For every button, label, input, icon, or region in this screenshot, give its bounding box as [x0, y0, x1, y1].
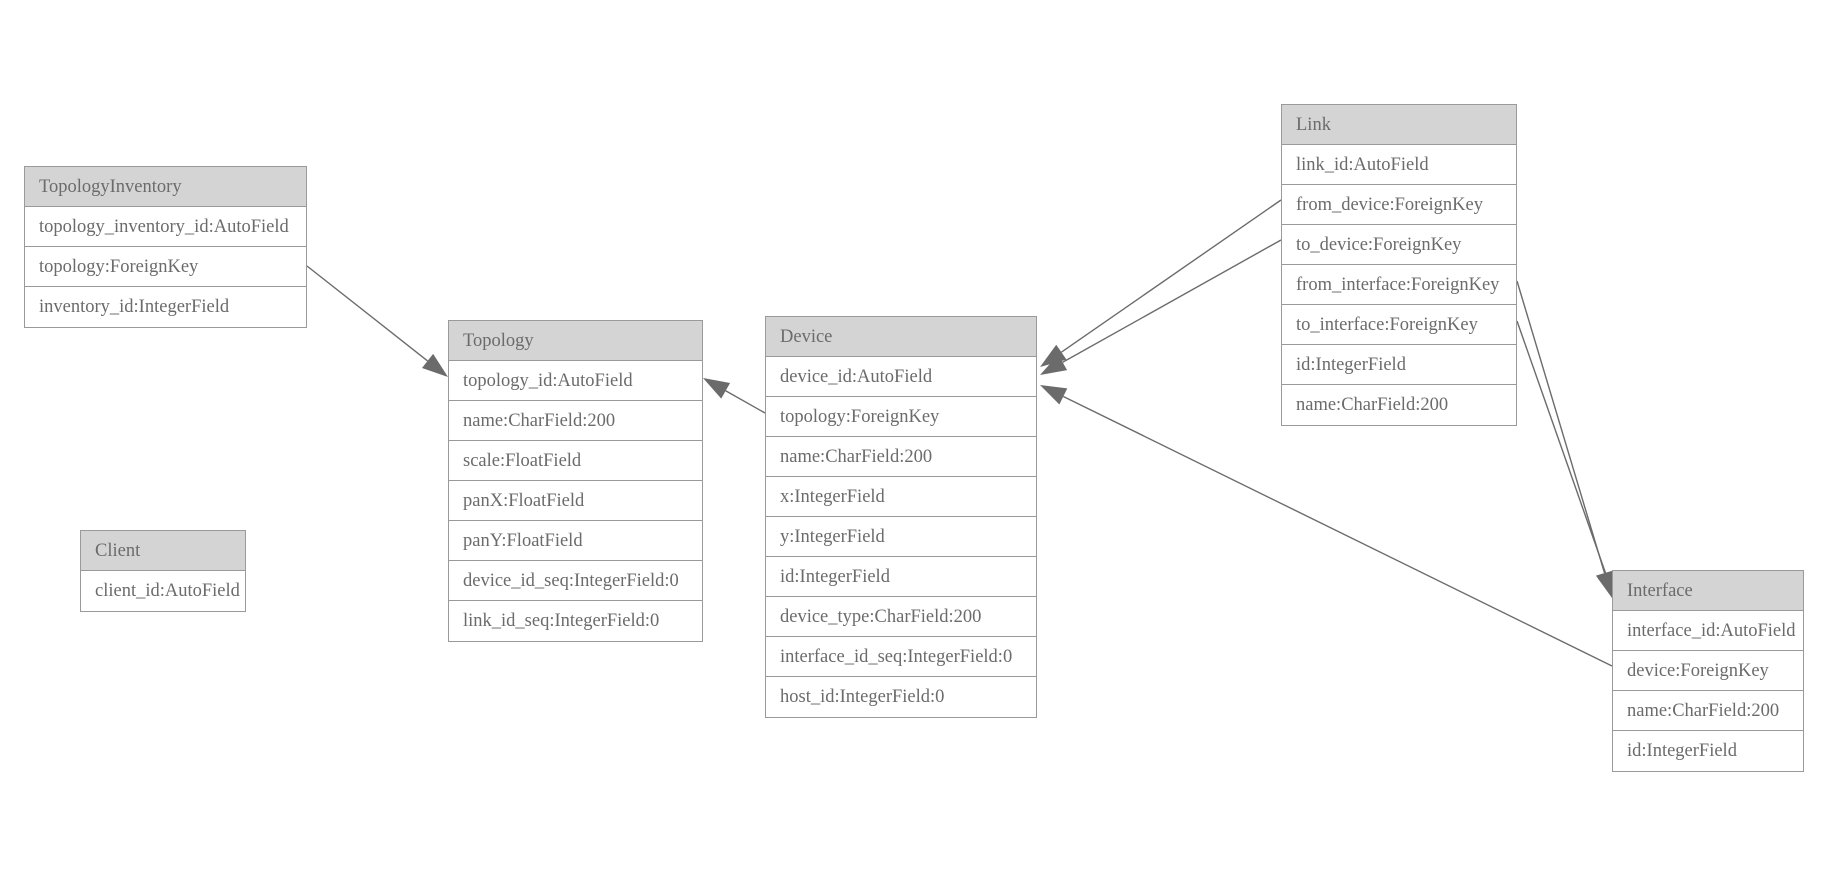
field-row: name:CharField:200	[449, 401, 702, 441]
field-row: to_interface:ForeignKey	[1282, 305, 1516, 345]
field-row: panY:FloatField	[449, 521, 702, 561]
arrowhead-icon	[1595, 570, 1614, 598]
arrowhead-icon	[1040, 354, 1068, 375]
field-row: topology:ForeignKey	[25, 247, 306, 287]
relationship-link-from_interface	[1516, 280, 1614, 598]
field-row: topology_inventory_id:AutoField	[25, 207, 306, 247]
field-row: interface_id:AutoField	[1613, 611, 1803, 651]
entity-title-topologyinventory: TopologyInventory	[25, 167, 306, 207]
relationship-line	[1060, 199, 1282, 353]
relationship-device-topology	[703, 378, 766, 414]
field-row: device_id_seq:IntegerField:0	[449, 561, 702, 601]
field-row: id:IntegerField	[1613, 731, 1803, 771]
field-row: x:IntegerField	[766, 477, 1036, 517]
entity-title-device: Device	[766, 317, 1036, 357]
relationship-line	[1062, 239, 1282, 363]
relationship-line	[1063, 395, 1613, 667]
field-row: client_id:AutoField	[81, 571, 245, 611]
relationship-interface-device	[1040, 385, 1613, 667]
entity-title-topology: Topology	[449, 321, 702, 361]
field-row: id:IntegerField	[1282, 345, 1516, 385]
field-row: to_device:ForeignKey	[1282, 225, 1516, 265]
arrowhead-icon	[1040, 344, 1067, 367]
arrowhead-icon	[703, 378, 731, 399]
entity-title-link: Link	[1282, 105, 1516, 145]
field-row: from_interface:ForeignKey	[1282, 265, 1516, 305]
field-row: scale:FloatField	[449, 441, 702, 481]
relationship-line	[1516, 280, 1606, 574]
relationship-line	[725, 390, 766, 414]
field-row: topology_id:AutoField	[449, 361, 702, 401]
relationship-line	[1516, 320, 1608, 576]
field-row: name:CharField:200	[1613, 691, 1803, 731]
field-row: y:IntegerField	[766, 517, 1036, 557]
field-row: name:CharField:200	[1282, 385, 1516, 425]
arrowhead-icon	[1040, 385, 1068, 405]
arrowhead-icon	[422, 353, 448, 377]
field-row: id:IntegerField	[766, 557, 1036, 597]
field-row: device_id:AutoField	[766, 357, 1036, 397]
field-row: panX:FloatField	[449, 481, 702, 521]
entity-title-client: Client	[81, 531, 245, 571]
field-row: device:ForeignKey	[1613, 651, 1803, 691]
relationship-link-from_device	[1040, 199, 1282, 367]
field-row: name:CharField:200	[766, 437, 1036, 477]
field-row: host_id:IntegerField:0	[766, 677, 1036, 717]
relationship-link-to_interface	[1516, 320, 1615, 600]
field-row: link_id:AutoField	[1282, 145, 1516, 185]
field-row: device_type:CharField:200	[766, 597, 1036, 637]
field-row: topology:ForeignKey	[766, 397, 1036, 437]
relationship-topologyinventory-topology	[306, 265, 448, 377]
field-row: from_device:ForeignKey	[1282, 185, 1516, 225]
field-row: inventory_id:IntegerField	[25, 287, 306, 327]
field-row: interface_id_seq:IntegerField:0	[766, 637, 1036, 677]
entity-title-interface: Interface	[1613, 571, 1803, 611]
field-row: link_id_seq:IntegerField:0	[449, 601, 702, 641]
relationship-link-to_device	[1040, 239, 1282, 375]
relationship-line	[306, 265, 429, 362]
entity-fields-client: client_id:AutoField	[81, 571, 245, 611]
